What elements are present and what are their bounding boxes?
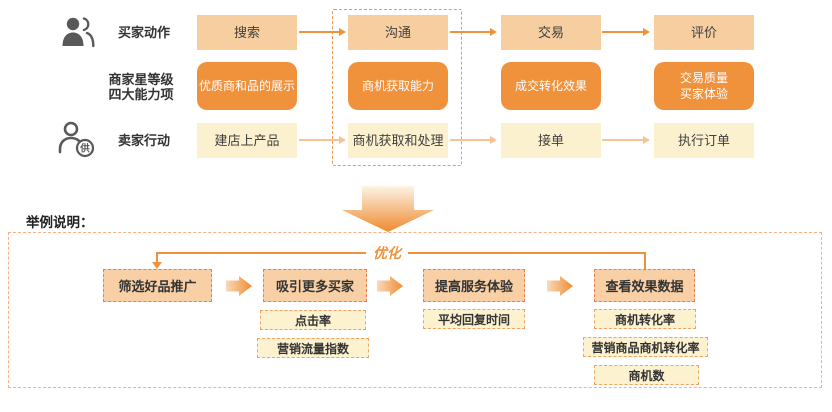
step-view-results: 查看效果数据 <box>594 269 695 302</box>
arrow-right-icon <box>643 28 650 36</box>
metric-marketing-product-lead-conversion-rate: 营销商品商机转化率 <box>583 337 708 357</box>
step-select-products: 筛选好品推广 <box>103 269 212 302</box>
buyer-actions-row-label: 买家动作 <box>117 25 170 40</box>
arrow-line <box>602 139 644 141</box>
supply-badge-text: 供 <box>79 143 90 155</box>
example-section-label: 举例说明： <box>26 215 94 230</box>
arrow-right-icon <box>643 136 650 144</box>
chevron-right-icon <box>226 276 252 296</box>
capability-display: 优质商和品的展示 <box>197 62 297 110</box>
arrow-line <box>450 139 491 141</box>
seller-step-setup-store: 建店上产品 <box>197 123 297 158</box>
buyer-step-transaction: 交易 <box>501 15 601 50</box>
arrow-line <box>450 31 491 33</box>
buyer-step-communicate: 沟通 <box>348 15 448 50</box>
step-attract-buyers: 吸引更多买家 <box>263 269 367 302</box>
chevron-right-icon <box>547 276 573 296</box>
buyer-step-review: 评价 <box>654 15 754 50</box>
buyer-person-icon <box>62 17 95 48</box>
optimize-loop-line <box>408 252 646 254</box>
big-down-arrow-icon <box>342 186 434 232</box>
arrow-line <box>299 139 340 141</box>
step-improve-service: 提高服务体验 <box>423 269 525 302</box>
arrow-right-icon <box>490 28 497 36</box>
seller-step-handle-leads: 商机获取和处理 <box>348 123 448 158</box>
capability-row-label: 商家星等级 四大能力项 <box>108 72 174 102</box>
optimize-label: 优化 <box>373 245 401 261</box>
arrow-line <box>602 31 644 33</box>
arrow-right-icon <box>339 28 346 36</box>
seller-step-fulfill-order: 执行订单 <box>654 123 754 158</box>
seller-step-accept-order: 接单 <box>501 123 601 158</box>
optimize-loop-line <box>156 252 158 263</box>
metric-avg-reply-time: 平均回复时间 <box>423 309 525 329</box>
metric-lead-conversion-rate: 商机转化率 <box>594 309 696 329</box>
metric-click-rate: 点击率 <box>260 310 366 330</box>
arrow-line <box>299 31 340 33</box>
chevron-right-icon <box>377 276 403 296</box>
highlight-column-dashed-box <box>332 9 462 166</box>
seller-person-supply-icon: 供 <box>58 121 95 158</box>
arrow-right-icon <box>339 136 346 144</box>
optimize-loop-line <box>157 252 366 254</box>
example-panel <box>8 232 822 388</box>
capability-conversion: 成交转化效果 <box>501 62 601 110</box>
metric-lead-count: 商机数 <box>594 365 699 385</box>
capability-quality-experience: 交易质量 买家体验 <box>654 62 754 110</box>
buyer-step-search: 搜索 <box>197 15 297 50</box>
capability-lead-acquisition: 商机获取能力 <box>348 62 448 110</box>
optimize-loop-line <box>644 252 646 269</box>
arrow-right-icon <box>490 136 497 144</box>
seller-actions-row-label: 卖家行动 <box>117 133 170 148</box>
metric-marketing-traffic-index: 营销流量指数 <box>257 338 369 358</box>
arrow-down-icon <box>152 262 162 269</box>
